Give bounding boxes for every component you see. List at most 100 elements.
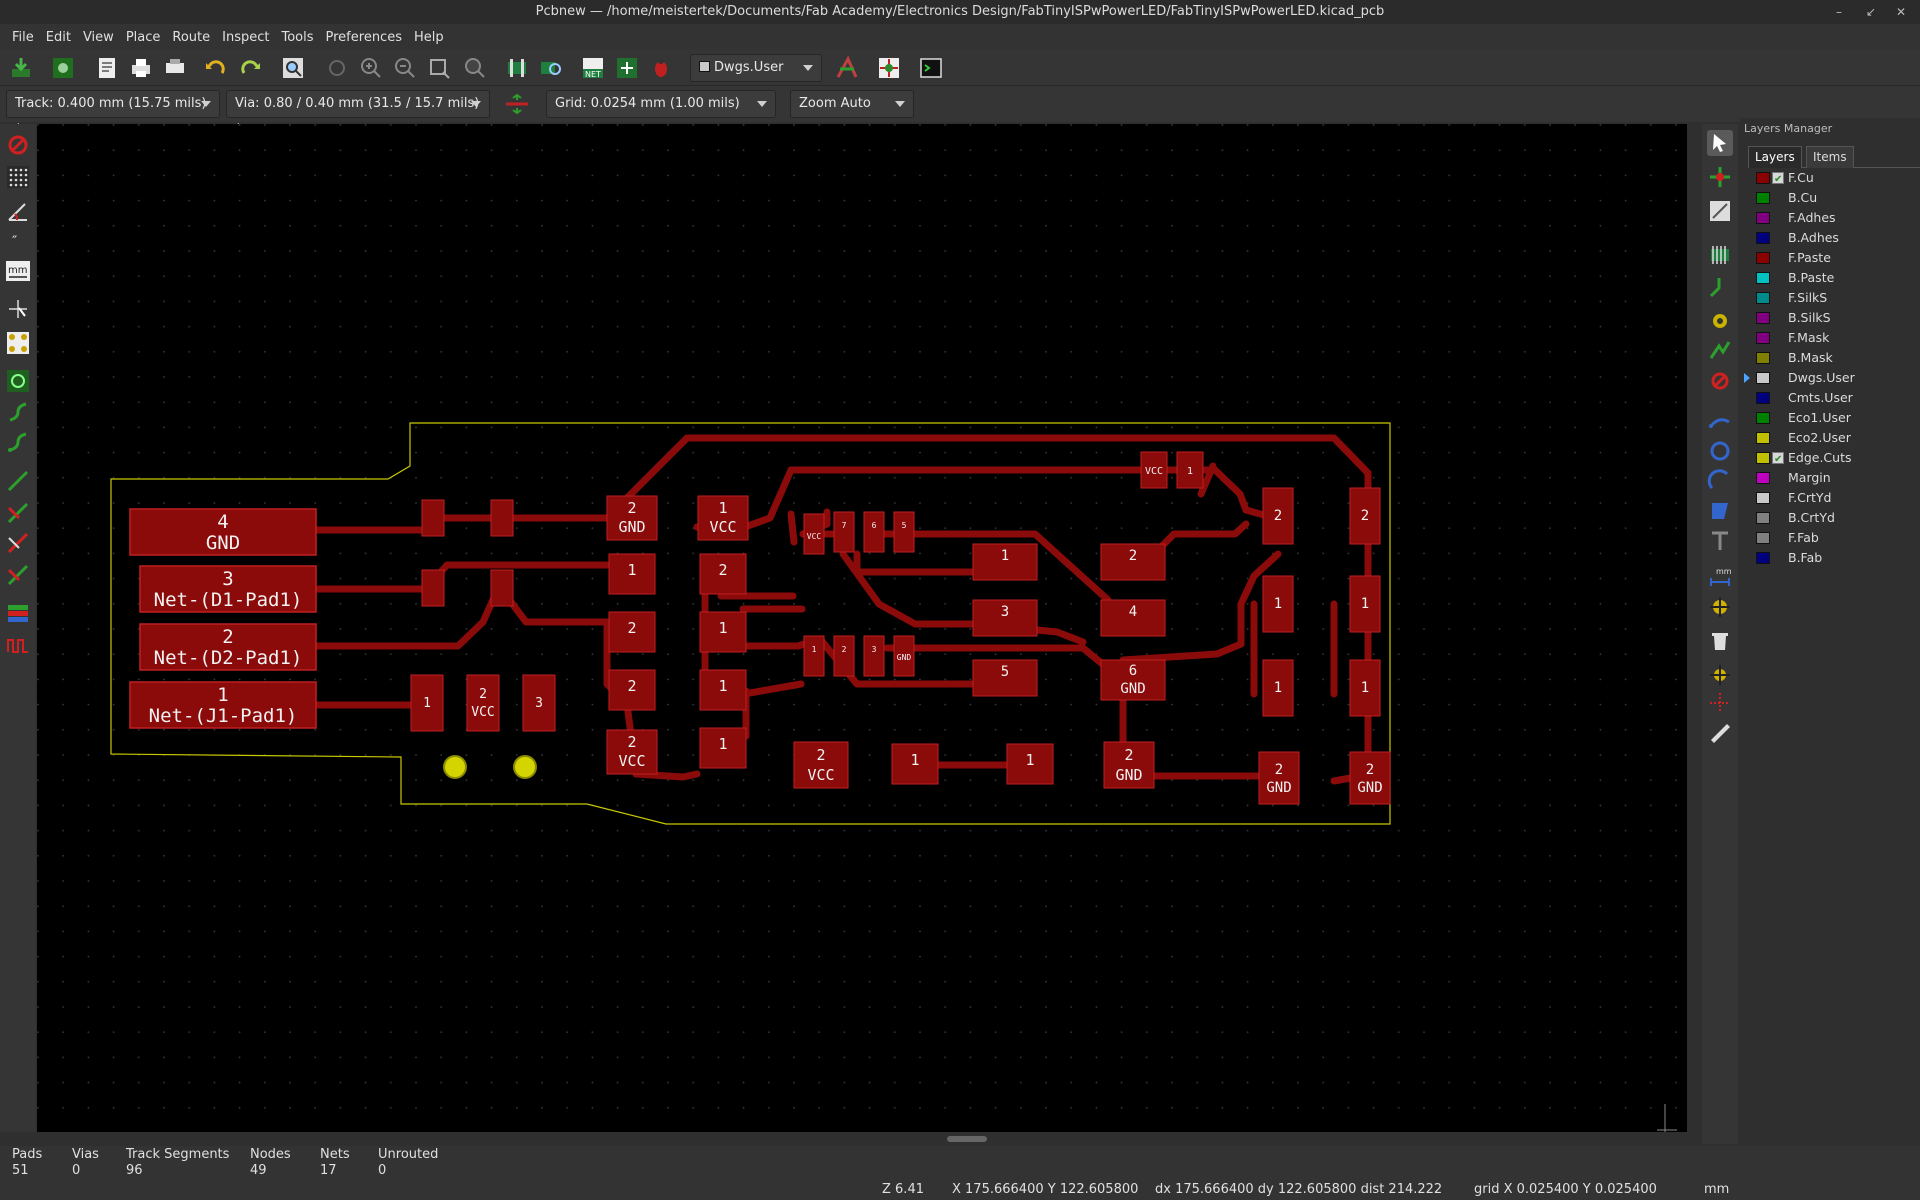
- tab-items[interactable]: Items: [1806, 146, 1854, 168]
- update-pcb-icon[interactable]: [614, 55, 640, 81]
- layer-color-swatch[interactable]: [1756, 212, 1770, 224]
- add-circle-icon[interactable]: [1707, 438, 1733, 464]
- layer-color-swatch[interactable]: [1756, 252, 1770, 264]
- scrollbar-thumb[interactable]: [947, 1136, 987, 1142]
- layer-color-swatch[interactable]: [1756, 272, 1770, 284]
- add-dimension-icon[interactable]: mm: [1707, 564, 1733, 590]
- layer-color-swatch[interactable]: [1756, 392, 1770, 404]
- grid-toggle-icon[interactable]: [5, 164, 31, 190]
- print-icon[interactable]: [128, 55, 154, 81]
- show-tracks-icon[interactable]: [5, 468, 31, 494]
- layer-color-swatch[interactable]: [1756, 192, 1770, 204]
- layer-color-swatch[interactable]: [1756, 292, 1770, 304]
- layer-color-swatch[interactable]: [1756, 512, 1770, 524]
- restore-icon[interactable]: ↙: [1866, 5, 1877, 19]
- layer-color-swatch[interactable]: [1756, 472, 1770, 484]
- add-keepout-icon[interactable]: [1707, 368, 1733, 394]
- local-ratsnest-icon[interactable]: [5, 368, 31, 394]
- curved-ratsnest-icon[interactable]: [5, 430, 31, 456]
- find-icon[interactable]: [280, 55, 306, 81]
- layer-pair-icon[interactable]: [834, 55, 860, 81]
- layer-color-swatch[interactable]: [1756, 352, 1770, 364]
- add-target-icon[interactable]: [1707, 594, 1733, 620]
- add-text-icon[interactable]: [1707, 528, 1733, 554]
- layer-color-swatch[interactable]: [1756, 372, 1770, 384]
- inch-units-icon[interactable]: ″: [5, 228, 31, 254]
- plot-icon[interactable]: [162, 55, 188, 81]
- layer-color-swatch[interactable]: [1756, 312, 1770, 324]
- save-board-icon[interactable]: [8, 55, 34, 81]
- route-track-icon[interactable]: [1707, 274, 1733, 300]
- footprint-viewer-icon[interactable]: [538, 55, 564, 81]
- layer-color-swatch[interactable]: [1756, 492, 1770, 504]
- layer-color-swatch[interactable]: [1756, 332, 1770, 344]
- autodelete-tracks-icon[interactable]: [5, 400, 31, 426]
- menu-route[interactable]: Route: [172, 29, 211, 45]
- redo-icon[interactable]: [238, 55, 264, 81]
- zoom-out-icon[interactable]: [392, 55, 418, 81]
- undo-icon[interactable]: [202, 55, 228, 81]
- menu-edit[interactable]: Edit: [45, 29, 71, 45]
- zoom-selection-icon[interactable]: [462, 55, 488, 81]
- layer-color-swatch[interactable]: [1756, 232, 1770, 244]
- drill-origin-icon[interactable]: [1707, 662, 1733, 688]
- layer-color-swatch[interactable]: [1756, 452, 1770, 464]
- menu-help[interactable]: Help: [413, 29, 444, 45]
- zoom-in-icon[interactable]: [358, 55, 384, 81]
- layer-visibility-checkbox[interactable]: [1772, 170, 1784, 190]
- polar-coords-icon[interactable]: [5, 198, 31, 224]
- tab-layers[interactable]: Layers: [1748, 146, 1802, 168]
- show-vias-icon[interactable]: [5, 500, 31, 526]
- show-pads-icon[interactable]: [5, 530, 31, 556]
- add-via-icon[interactable]: [1707, 308, 1733, 334]
- track-width-select[interactable]: Track: 0.400 mm (15.75 mils) *: [6, 90, 220, 137]
- high-contrast-icon[interactable]: [5, 600, 31, 626]
- menu-preferences[interactable]: Preferences: [325, 29, 402, 45]
- footprint-editor-icon[interactable]: [504, 55, 530, 81]
- via-size-select[interactable]: Via: 0.80 / 0.40 mm (31.5 / 15.7 mils) *: [226, 90, 490, 137]
- menu-inspect[interactable]: Inspect: [222, 29, 270, 45]
- pcb-board-view[interactable]: 4 GND 3 Net-(D1-Pad1) 2 Net-(D2-Pad1) 1 …: [37, 124, 1687, 1132]
- layer-color-swatch[interactable]: [1756, 552, 1770, 564]
- cursor-shape-icon[interactable]: [5, 296, 31, 322]
- menu-tools[interactable]: Tools: [281, 29, 314, 45]
- layer-color-swatch[interactable]: [1756, 432, 1770, 444]
- close-icon[interactable]: ✕: [1896, 5, 1907, 19]
- layer-color-swatch[interactable]: [1756, 412, 1770, 424]
- add-footprint-icon[interactable]: [1707, 242, 1733, 268]
- grid-origin-icon[interactable]: [1707, 690, 1733, 716]
- refresh-icon[interactable]: [324, 55, 350, 81]
- scripting-console-icon[interactable]: [918, 55, 944, 81]
- menu-place[interactable]: Place: [125, 29, 161, 45]
- canvas-horizontal-scrollbar[interactable]: [37, 1132, 1688, 1146]
- grid-select[interactable]: Grid: 0.0254 mm (1.00 mils): [546, 90, 776, 118]
- microwave-tools-icon[interactable]: [5, 632, 31, 658]
- add-arc-icon[interactable]: [1707, 468, 1733, 494]
- board-setup-icon[interactable]: [50, 55, 76, 81]
- layer-color-swatch[interactable]: [1756, 172, 1770, 184]
- pcb-canvas[interactable]: 4 GND 3 Net-(D1-Pad1) 2 Net-(D2-Pad1) 1 …: [37, 124, 1687, 1132]
- delete-tool-icon[interactable]: [1707, 628, 1733, 654]
- zoom-fit-icon[interactable]: [426, 55, 452, 81]
- zoom-select[interactable]: Zoom Auto: [790, 90, 914, 118]
- layer-color-swatch[interactable]: [1756, 532, 1770, 544]
- add-line-icon[interactable]: [1707, 408, 1733, 434]
- scripting-bug-icon[interactable]: [648, 55, 674, 81]
- ratsnest-icon[interactable]: [5, 330, 31, 356]
- layer-visibility-checkbox[interactable]: [1772, 450, 1784, 470]
- drc-off-icon[interactable]: [5, 132, 31, 158]
- menu-file[interactable]: File: [12, 29, 34, 45]
- drc-icon[interactable]: [876, 55, 902, 81]
- highlight-net-icon[interactable]: [1707, 164, 1733, 190]
- active-layer-select[interactable]: Dwgs.User: [690, 54, 822, 82]
- mm-units-icon[interactable]: mm: [5, 258, 31, 284]
- page-settings-icon[interactable]: [94, 55, 120, 81]
- canvas-vertical-scrollbar[interactable]: [1688, 124, 1702, 1132]
- show-zones-icon[interactable]: [5, 562, 31, 588]
- measure-tool-icon[interactable]: [1707, 720, 1733, 746]
- add-zone-icon[interactable]: [1707, 338, 1733, 364]
- auto-track-width-icon[interactable]: [504, 91, 530, 117]
- select-tool-icon[interactable]: [1707, 130, 1733, 156]
- add-polygon-icon[interactable]: [1707, 498, 1733, 524]
- local-ratsnest-tool-icon[interactable]: [1707, 198, 1733, 224]
